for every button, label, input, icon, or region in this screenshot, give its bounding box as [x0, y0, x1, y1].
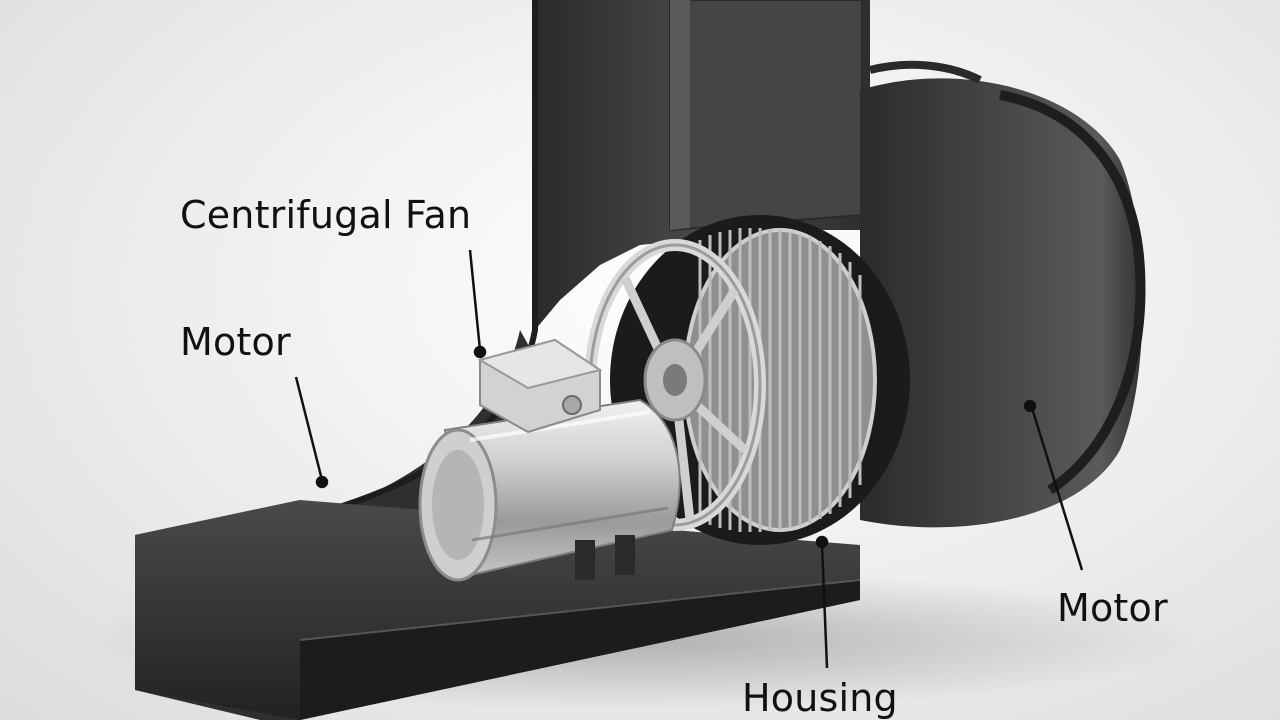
label-housing: Housing	[742, 676, 898, 720]
housing-outlet-edge	[670, 0, 690, 230]
label-centrifugal-fan: Centrifugal Fan	[180, 193, 472, 237]
label-motor-left: Motor	[180, 320, 291, 364]
base-channel-edge	[299, 579, 861, 641]
leader-lines	[294, 249, 1084, 669]
inlet-drum	[860, 78, 1143, 528]
inlet-drum-rim	[999, 90, 1146, 495]
label-motor-right: Motor	[1057, 586, 1168, 630]
base-channel-side	[300, 580, 860, 720]
housing-outlet-duct	[669, 0, 863, 232]
inlet-drum-lip	[869, 60, 982, 84]
motor-terminal-box	[477, 338, 603, 434]
motor-mount	[575, 535, 635, 580]
motor-body	[418, 398, 681, 582]
impeller-blades	[683, 228, 877, 532]
